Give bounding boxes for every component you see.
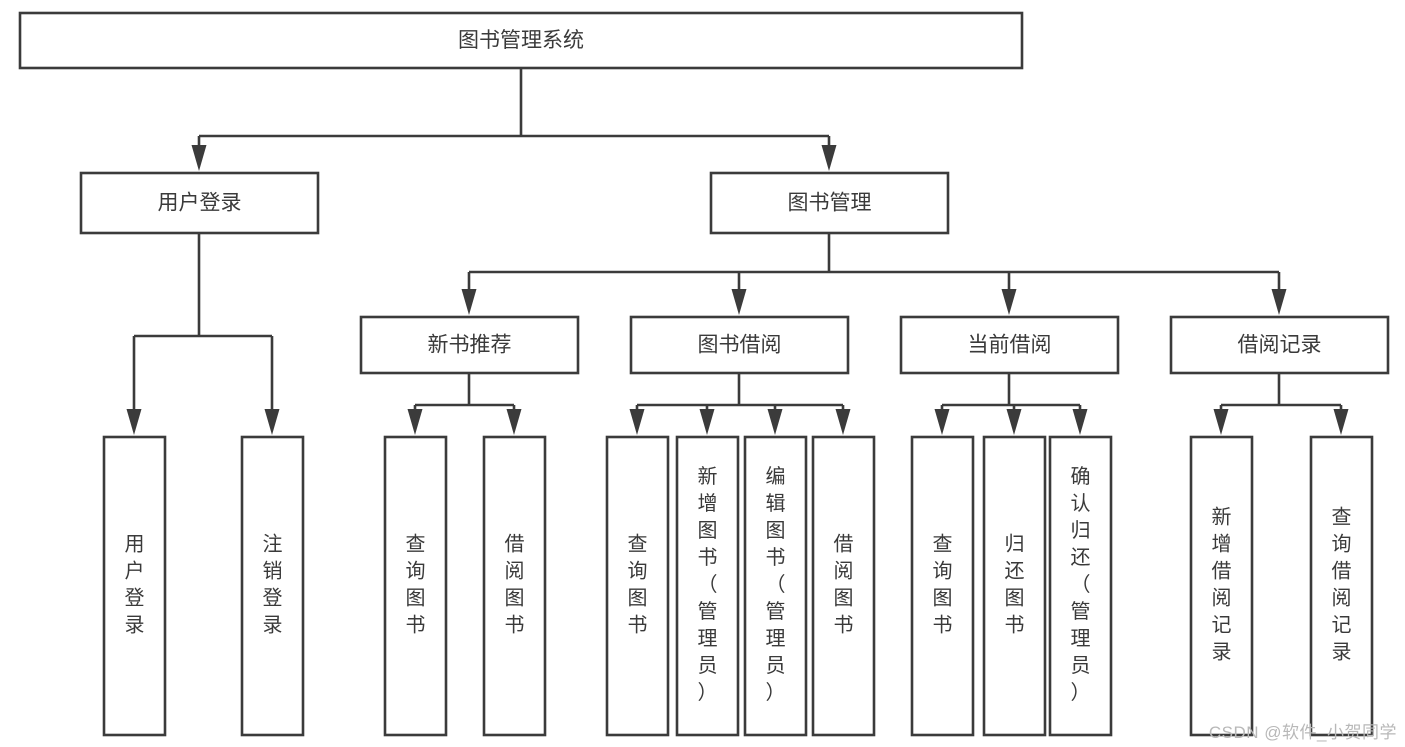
node-layer: 图书管理系统用户登录图书管理新书推荐图书借阅当前借阅借阅记录用户登录注销登录查询… bbox=[18, 11, 1390, 737]
arrow-head-icon bbox=[264, 409, 280, 435]
edge-group-current-borrow-children bbox=[934, 373, 1088, 435]
node-box-leaf-return-book[interactable] bbox=[982, 435, 1047, 737]
node-box-leaf-query-book-rec[interactable] bbox=[383, 435, 448, 737]
node-label-leaf-add-borrow-record: 新增借阅记录 bbox=[1212, 506, 1232, 664]
arrow-head-icon bbox=[1072, 409, 1088, 435]
node-borrow-record[interactable]: 借阅记录 bbox=[1169, 315, 1390, 375]
node-book-manage[interactable]: 图书管理 bbox=[709, 171, 950, 235]
connector-layer bbox=[126, 68, 1349, 435]
arrow-head-icon bbox=[1006, 409, 1022, 435]
edge-group-book-borrow-children bbox=[629, 373, 851, 435]
node-label-leaf-add-book-admin: 新增图书（管理员） bbox=[698, 465, 718, 704]
node-label-current-borrow: 当前借阅 bbox=[968, 334, 1052, 357]
node-leaf-edit-book-admin[interactable]: 编辑图书（管理员） bbox=[743, 435, 808, 737]
node-leaf-user-login[interactable]: 用户登录 bbox=[102, 435, 167, 737]
node-box-leaf-confirm-return-admin[interactable] bbox=[1048, 435, 1113, 737]
arrow-head-icon bbox=[126, 409, 142, 435]
arrow-head-icon bbox=[1333, 409, 1349, 435]
node-book-borrow[interactable]: 图书借阅 bbox=[629, 315, 850, 375]
node-label-leaf-query-book-rec: 查询图书 bbox=[406, 533, 426, 637]
edge-group-root-children bbox=[191, 68, 837, 171]
arrow-head-icon bbox=[1271, 289, 1287, 315]
node-box-leaf-add-borrow-record[interactable] bbox=[1189, 435, 1254, 737]
node-label-leaf-logout: 注销登录 bbox=[263, 533, 283, 637]
node-leaf-query-book-cur[interactable]: 查询图书 bbox=[910, 435, 975, 737]
node-leaf-query-book-bor[interactable]: 查询图书 bbox=[605, 435, 670, 737]
arrow-head-icon bbox=[699, 409, 715, 435]
node-box-borrow-record[interactable] bbox=[1169, 315, 1390, 375]
node-leaf-query-book-rec[interactable]: 查询图书 bbox=[383, 435, 448, 737]
node-box-user-login[interactable] bbox=[79, 171, 320, 235]
node-leaf-query-borrow-record[interactable]: 查询借阅记录 bbox=[1309, 435, 1374, 737]
node-box-leaf-query-borrow-record[interactable] bbox=[1309, 435, 1374, 737]
arrow-head-icon bbox=[407, 409, 423, 435]
edge-group-user-login-children bbox=[126, 233, 280, 435]
node-label-book-manage: 图书管理 bbox=[788, 192, 872, 215]
edge-group-new-book-recommend-children bbox=[407, 373, 522, 435]
node-root[interactable]: 图书管理系统 bbox=[18, 11, 1024, 70]
node-label-leaf-return-book: 归还图书 bbox=[1005, 533, 1025, 637]
node-leaf-confirm-return-admin[interactable]: 确认归还（管理员） bbox=[1048, 435, 1113, 737]
node-label-book-borrow: 图书借阅 bbox=[698, 334, 782, 357]
node-box-book-manage[interactable] bbox=[709, 171, 950, 235]
node-leaf-borrow-book-rec[interactable]: 借阅图书 bbox=[482, 435, 547, 737]
node-leaf-borrow-book-bor[interactable]: 借阅图书 bbox=[811, 435, 876, 737]
node-label-leaf-user-login: 用户登录 bbox=[125, 534, 145, 637]
node-box-leaf-borrow-book-bor[interactable] bbox=[811, 435, 876, 737]
arrow-head-icon bbox=[506, 409, 522, 435]
node-box-leaf-edit-book-admin[interactable] bbox=[743, 435, 808, 737]
node-label-leaf-edit-book-admin: 编辑图书（管理员） bbox=[766, 465, 786, 704]
node-box-leaf-user-login[interactable] bbox=[102, 435, 167, 737]
node-leaf-add-borrow-record[interactable]: 新增借阅记录 bbox=[1189, 435, 1254, 737]
node-label-new-book-recommend: 新书推荐 bbox=[428, 334, 512, 357]
node-box-leaf-logout[interactable] bbox=[240, 435, 305, 737]
node-label-leaf-query-book-bor: 查询图书 bbox=[628, 533, 648, 637]
arrow-head-icon bbox=[461, 289, 477, 315]
node-box-book-borrow[interactable] bbox=[629, 315, 850, 375]
node-label-root: 图书管理系统 bbox=[458, 29, 584, 52]
node-label-leaf-query-borrow-record: 查询借阅记录 bbox=[1332, 506, 1352, 664]
node-leaf-add-book-admin[interactable]: 新增图书（管理员） bbox=[675, 435, 740, 737]
node-leaf-return-book[interactable]: 归还图书 bbox=[982, 435, 1047, 737]
arrow-head-icon bbox=[821, 145, 837, 171]
node-box-leaf-add-book-admin[interactable] bbox=[675, 435, 740, 737]
node-label-user-login: 用户登录 bbox=[158, 192, 242, 215]
node-label-leaf-query-book-cur: 查询图书 bbox=[933, 533, 953, 637]
node-box-leaf-borrow-book-rec[interactable] bbox=[482, 435, 547, 737]
node-label-leaf-borrow-book-bor: 借阅图书 bbox=[834, 533, 854, 637]
node-box-root[interactable] bbox=[18, 11, 1024, 70]
node-label-borrow-record: 借阅记录 bbox=[1238, 334, 1322, 357]
arrow-head-icon bbox=[731, 289, 747, 315]
node-box-current-borrow[interactable] bbox=[899, 315, 1120, 375]
arrow-head-icon bbox=[1001, 289, 1017, 315]
node-user-login[interactable]: 用户登录 bbox=[79, 171, 320, 235]
node-label-leaf-borrow-book-rec: 借阅图书 bbox=[505, 533, 525, 637]
edge-group-book-manage-children bbox=[461, 233, 1287, 315]
node-leaf-logout[interactable]: 注销登录 bbox=[240, 435, 305, 737]
arrow-head-icon bbox=[835, 409, 851, 435]
node-box-new-book-recommend[interactable] bbox=[359, 315, 580, 375]
node-new-book-recommend[interactable]: 新书推荐 bbox=[359, 315, 580, 375]
arrow-head-icon bbox=[934, 409, 950, 435]
arrow-head-icon bbox=[767, 409, 783, 435]
arrow-head-icon bbox=[629, 409, 645, 435]
node-box-leaf-query-book-cur[interactable] bbox=[910, 435, 975, 737]
edge-group-borrow-record-children bbox=[1213, 373, 1349, 435]
node-label-leaf-confirm-return-admin: 确认归还（管理员） bbox=[1071, 465, 1091, 704]
node-box-leaf-query-book-bor[interactable] bbox=[605, 435, 670, 737]
arrow-head-icon bbox=[191, 145, 207, 171]
node-current-borrow[interactable]: 当前借阅 bbox=[899, 315, 1120, 375]
arrow-head-icon bbox=[1213, 409, 1229, 435]
